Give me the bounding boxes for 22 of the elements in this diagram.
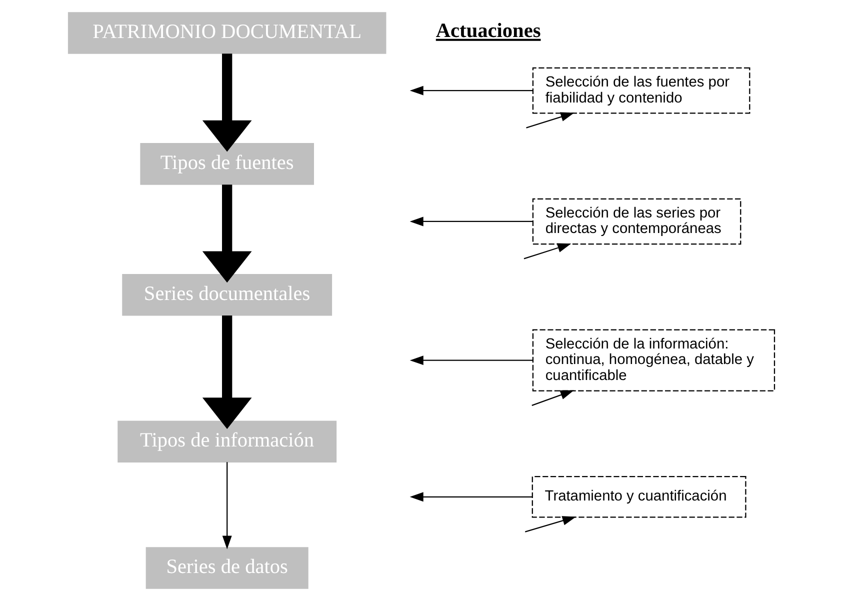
arrow (202, 184, 252, 283)
node-box: Tipos de fuentes (140, 143, 314, 185)
label: Actuaciones (436, 20, 541, 42)
node-box: PATRIMONIO DOCUMENTAL (68, 12, 386, 54)
arrow (410, 492, 532, 502)
node-box: Selección de las series por directas y contemporáneas (532, 198, 742, 245)
node-box: Series documentales (122, 274, 332, 316)
node-box: Selección de la información: continua, homogénea, datable y cuantificable (532, 329, 776, 392)
arrow (410, 216, 533, 226)
arrow (532, 390, 574, 406)
node-box: Series de datos (146, 547, 308, 589)
arrow (526, 112, 574, 128)
arrow (524, 516, 576, 532)
node-box: Selección de las fuentes por fiabilidad y contenido (532, 67, 750, 114)
arrow (222, 462, 232, 550)
arrow (410, 86, 533, 96)
arrow (202, 315, 252, 430)
node-box: Tipos de información (118, 420, 337, 462)
arrow (410, 356, 533, 366)
arrow (524, 243, 572, 260)
arrow (202, 54, 252, 152)
node-box: Tratamiento y cuantificación (532, 476, 746, 518)
